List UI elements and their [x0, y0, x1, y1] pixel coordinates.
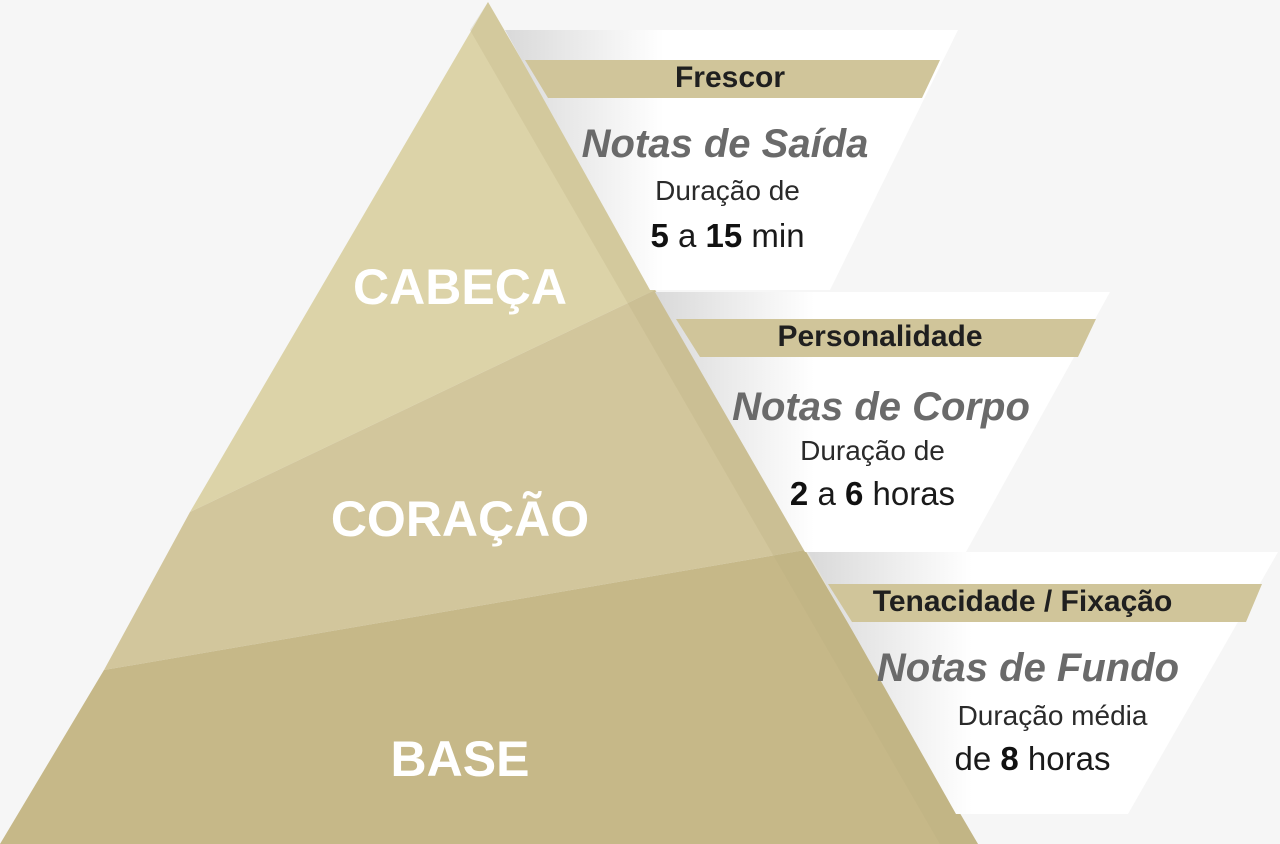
duration-min-2: 2: [789, 475, 809, 512]
duration-sep-2: a: [808, 475, 845, 512]
duration-unit-1: min: [742, 217, 805, 254]
tier-label-base: BASE: [390, 731, 530, 787]
duration-sep-1: a: [668, 217, 706, 254]
tier-label-coracao: CORAÇÃO: [330, 491, 590, 547]
tier-bottom-shape: [0, 550, 978, 844]
band-label-personalidade: Personalidade: [777, 320, 983, 353]
band-label-tenacidade: Tenacidade / Fixação: [872, 585, 1173, 618]
card-bottom-shape: [808, 552, 1278, 814]
card-title-notas-fundo: Notas de Fundo: [876, 646, 1180, 690]
card-top-shape: [505, 30, 958, 290]
card-title-notas-corpo: Notas de Corpo: [732, 385, 1030, 429]
card-duration-label-1: Duração de: [655, 175, 800, 206]
pyramid-shade: [470, 2, 978, 844]
tier-middle-shape: [104, 290, 805, 670]
card-title-notas-saida: Notas de Saída: [581, 122, 869, 166]
duration-unit-2: horas: [863, 475, 956, 512]
duration-max-1: 15: [705, 217, 743, 254]
tier-label-cabeca: CABEÇA: [353, 259, 567, 315]
duration-value-3: 8: [1000, 740, 1019, 777]
card-duration-value-1: 5 a 15 min: [560, 217, 895, 255]
card-duration-value-3: de 8 horas: [880, 740, 1185, 778]
duration-max-2: 6: [844, 475, 864, 512]
card-middle-shape: [655, 292, 1110, 552]
card-duration-label-3: Duração média: [957, 700, 1148, 731]
duration-min-1: 5: [650, 217, 669, 254]
duration-prefix-3: de: [954, 740, 1001, 777]
tier-top-shape: [190, 2, 655, 512]
band-label-frescor: Frescor: [674, 61, 786, 94]
card-duration-value-2: 2 a 6 horas: [715, 475, 1030, 513]
duration-unit-3: horas: [1018, 740, 1111, 777]
card-duration-label-2: Duração de: [800, 435, 945, 466]
